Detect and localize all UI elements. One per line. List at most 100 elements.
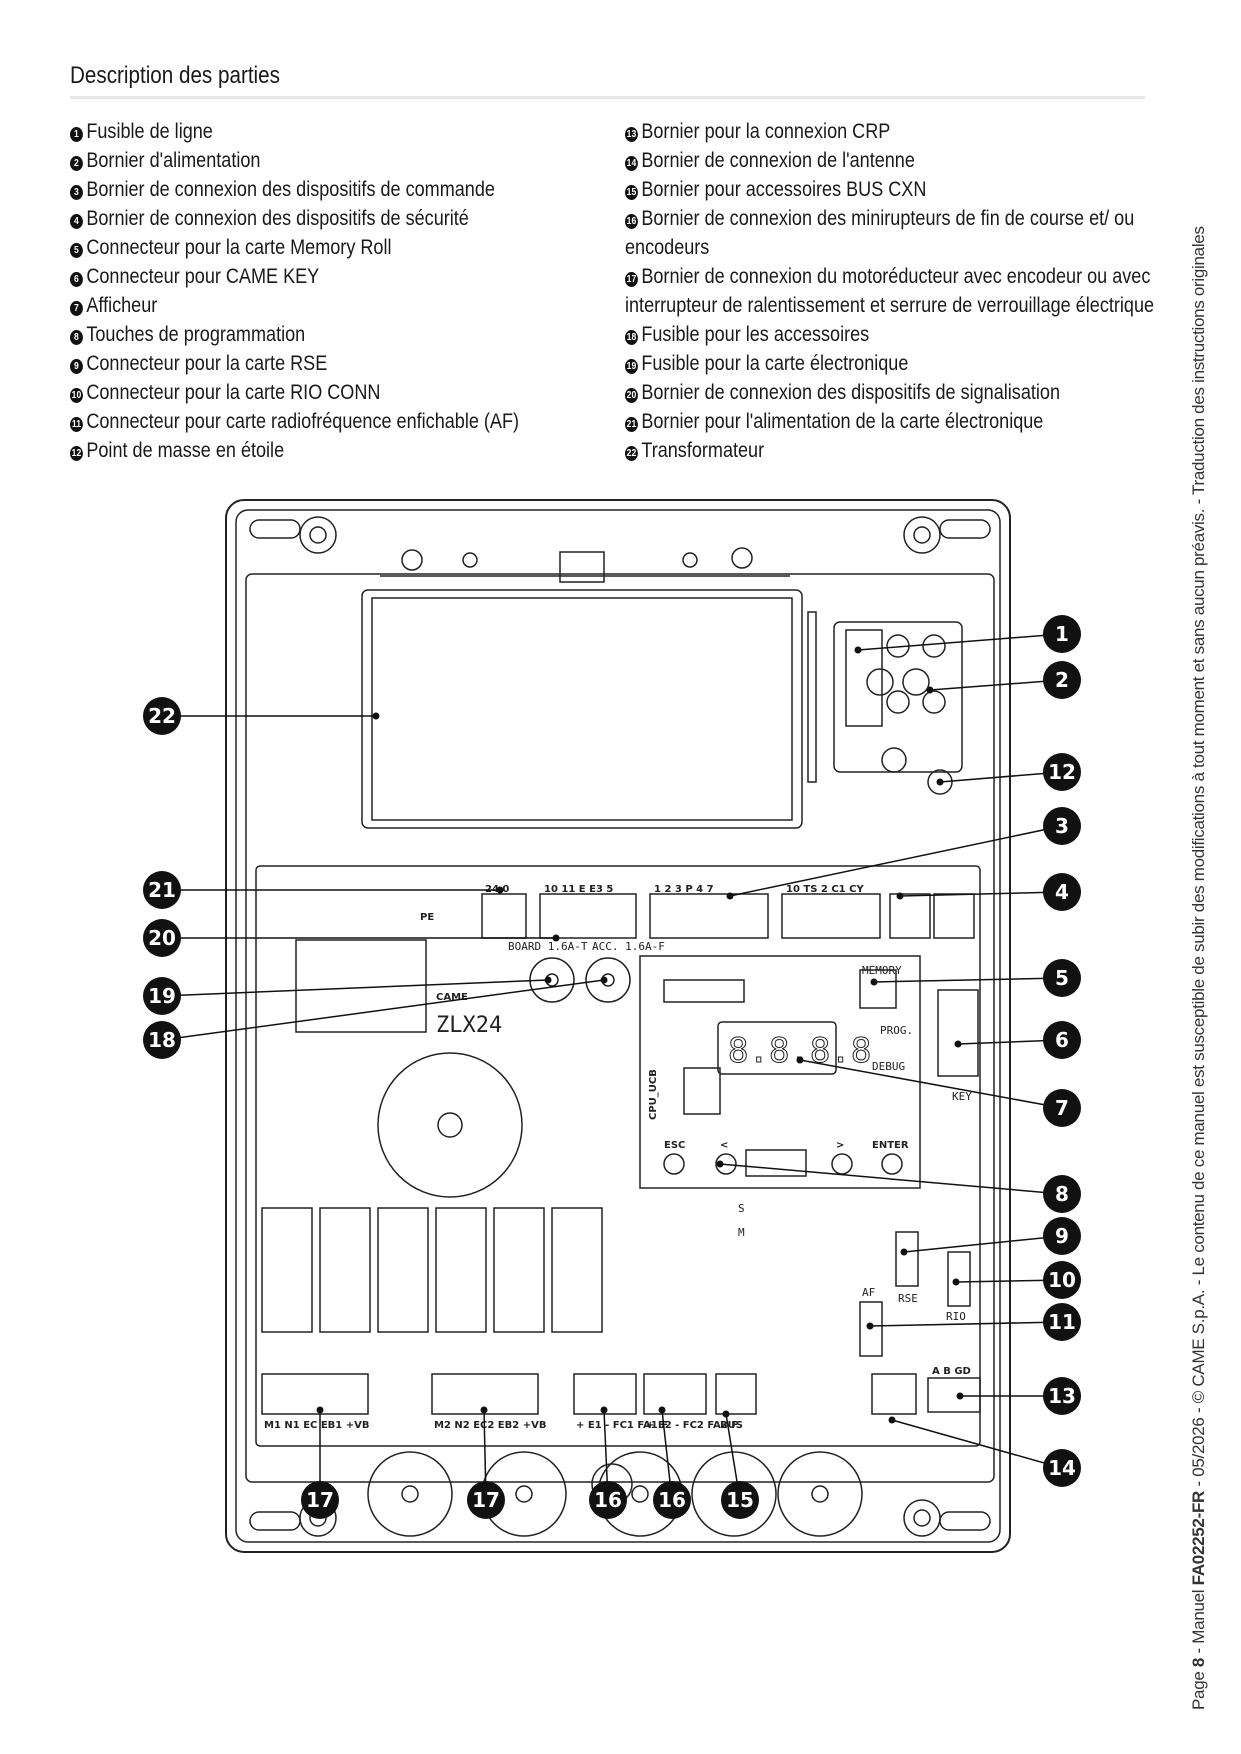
- callout-number: 8: [1055, 1182, 1069, 1206]
- terminal-16a-labels: + E1 - FC1 FA1 F: [576, 1420, 668, 1431]
- callout-leader-line: [729, 825, 1063, 897]
- callout-number: 21: [148, 878, 176, 902]
- s-label: S: [738, 1202, 745, 1215]
- terminal-13-labels: A B GD: [932, 1366, 971, 1377]
- legend-number-badge: 10: [70, 388, 83, 403]
- legend-text: Connecteur pour la carte RIO CONN: [86, 381, 381, 404]
- callout-number: 16: [594, 1488, 622, 1512]
- callout-badge-10: [1043, 1261, 1081, 1299]
- callout-badge-8: [1043, 1175, 1081, 1213]
- callout-badge-4: [1043, 873, 1081, 911]
- callout-number: 14: [1048, 1456, 1076, 1480]
- legend-text: Bornier de connexion des dispositifs de …: [641, 381, 1060, 404]
- callout-target-dot: [316, 1406, 324, 1414]
- legend-number-badge: 13: [625, 127, 638, 142]
- legend-number-badge: 17: [625, 272, 638, 287]
- callout-badge-12: [1043, 753, 1081, 791]
- legend-text: Connecteur pour la carte Memory Roll: [86, 236, 392, 259]
- callout-badge-2: [1043, 661, 1081, 699]
- callout-target-dot: [866, 1322, 874, 1330]
- callout-target-dot: [372, 712, 380, 720]
- terminal-4-labels: 10 TS 2 C1 CY: [786, 884, 864, 895]
- left-key-label: <: [720, 1140, 728, 1151]
- cpu-label: CPU_UCB: [648, 1069, 659, 1120]
- callout-badge-16: [589, 1481, 627, 1519]
- callout-number: 7: [1055, 1096, 1069, 1120]
- legend-number-badge: 5: [70, 243, 83, 258]
- legend-number-badge: 19: [625, 359, 638, 374]
- callout-number: 17: [472, 1488, 500, 1512]
- callout-number: 10: [1048, 1268, 1076, 1292]
- legend-text: Bornier de connexion du motoréducteur av…: [625, 265, 1155, 317]
- callout-target-dot: [896, 892, 904, 900]
- callout-number: 9: [1055, 1224, 1069, 1248]
- callout-number: 1: [1055, 622, 1069, 646]
- legend-number-badge: 4: [70, 214, 83, 229]
- callout-badge-21: [143, 871, 181, 909]
- legend-number-badge: 16: [625, 214, 638, 229]
- legend-text: Point de masse en étoile: [86, 439, 285, 462]
- rio-label: RIO: [946, 1310, 966, 1323]
- legend-number-badge: 22: [625, 446, 638, 461]
- terminal-15-label: BUS: [720, 1420, 743, 1431]
- legend-text: Bornier de connexion des dispositifs de …: [86, 207, 469, 230]
- callout-target-dot: [722, 1410, 730, 1418]
- rse-label: RSE: [898, 1292, 918, 1305]
- callout-badge-6: [1043, 1021, 1081, 1059]
- af-label: AF: [862, 1286, 875, 1299]
- callout-leader-line: [873, 977, 1063, 983]
- callout-number: 22: [148, 704, 176, 728]
- terminal-20-labels: 10 11 E E3 5: [544, 884, 613, 895]
- terminal-17a-labels: M1 N1 EC EB1 +VB: [264, 1420, 369, 1431]
- callout-target-dot: [952, 1278, 960, 1286]
- callout-leader-line: [161, 979, 549, 997]
- callout-target-dot: [900, 1248, 908, 1256]
- callout-target-dot: [796, 1056, 804, 1064]
- legend-number-badge: 9: [70, 359, 83, 374]
- callout-number: 11: [1048, 1310, 1076, 1334]
- enter-key-label: ENTER: [872, 1140, 909, 1151]
- right-key-label: >: [836, 1140, 844, 1151]
- pe-label: PE: [420, 912, 434, 923]
- callout-number: 4: [1055, 880, 1069, 904]
- callout-target-dot: [956, 1392, 964, 1400]
- callout-badge-17: [467, 1481, 505, 1519]
- callout-badge-13: [1043, 1377, 1081, 1415]
- callout-badge-19: [143, 977, 181, 1015]
- callout-badge-14: [1043, 1449, 1081, 1487]
- legend-text: Bornier pour accessoires BUS CXN: [641, 178, 927, 201]
- legend-text: Bornier de connexion des dispositifs de …: [86, 178, 495, 201]
- prog-label: PROG.: [880, 1024, 913, 1037]
- m-label: M: [738, 1226, 745, 1239]
- callout-number: 15: [726, 1488, 754, 1512]
- callout-target-dot: [726, 892, 734, 900]
- callout-badge-18: [143, 1021, 181, 1059]
- legend-text: Connecteur pour la carte RSE: [86, 352, 328, 375]
- legend-number-badge: 1: [70, 127, 83, 142]
- callout-target-dot: [954, 1040, 962, 1048]
- legend-number-badge: 14: [625, 156, 638, 171]
- legend-number-badge: 15: [625, 185, 638, 200]
- callout-number: 18: [148, 1028, 176, 1052]
- callout-badge-3: [1043, 807, 1081, 845]
- legend-text: Bornier de connexion de l'antenne: [641, 149, 915, 172]
- callout-target-dot: [926, 686, 934, 694]
- callout-leader-line: [869, 1321, 1063, 1327]
- key-label: KEY: [952, 1090, 972, 1103]
